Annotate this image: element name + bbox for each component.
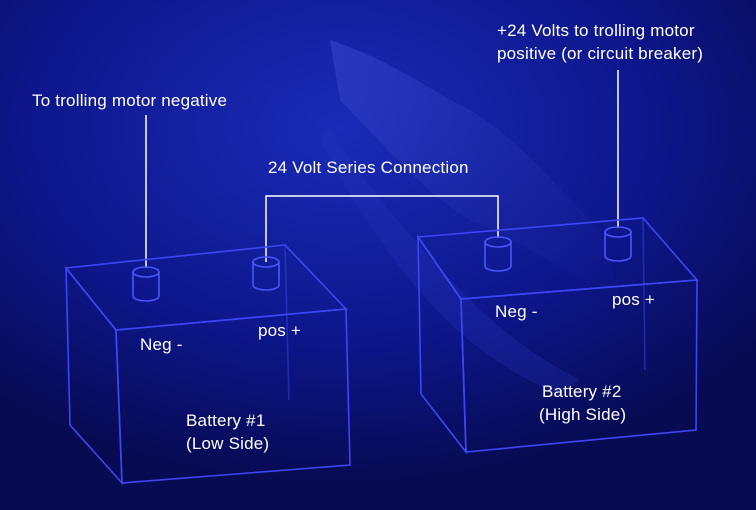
battery-1-side: (Low Side) bbox=[186, 434, 270, 453]
series-connection-callout: 24 Volt Series Connection bbox=[268, 158, 469, 177]
positive-callout-line-2: positive (or circuit breaker) bbox=[497, 44, 704, 63]
battery-1 bbox=[64, 244, 351, 486]
battery-1-pos-label: pos + bbox=[258, 321, 302, 340]
boat-wake bbox=[320, 130, 580, 395]
battery-1-positive-terminal bbox=[252, 256, 280, 291]
battery-1-side-face bbox=[65, 265, 123, 486]
battery-2-pos-label: pos + bbox=[612, 290, 656, 309]
battery-1-neg-label: Neg - bbox=[140, 335, 183, 354]
battery-2-neg-label: Neg - bbox=[495, 302, 538, 321]
battery-1-hidden-edge bbox=[284, 244, 290, 401]
negative-callout: To trolling motor negative bbox=[32, 91, 228, 110]
battery-1-name: Battery #1 bbox=[186, 411, 266, 430]
boat-silhouette bbox=[330, 40, 620, 300]
battery-2-negative-terminal bbox=[484, 236, 512, 272]
battery-2-name: Battery #2 bbox=[542, 382, 622, 401]
series-connection-wire bbox=[265, 195, 499, 262]
battery-1-negative-terminal bbox=[132, 266, 160, 302]
battery-2-hidden-edge bbox=[642, 217, 646, 371]
battery-2-positive-terminal bbox=[604, 226, 632, 262]
battery-2 bbox=[416, 217, 699, 455]
positive-callout-line-1: +24 Volts to trolling motor bbox=[497, 21, 695, 40]
battery-2-side: (High Side) bbox=[539, 405, 627, 424]
battery-2-side-face bbox=[417, 234, 467, 455]
